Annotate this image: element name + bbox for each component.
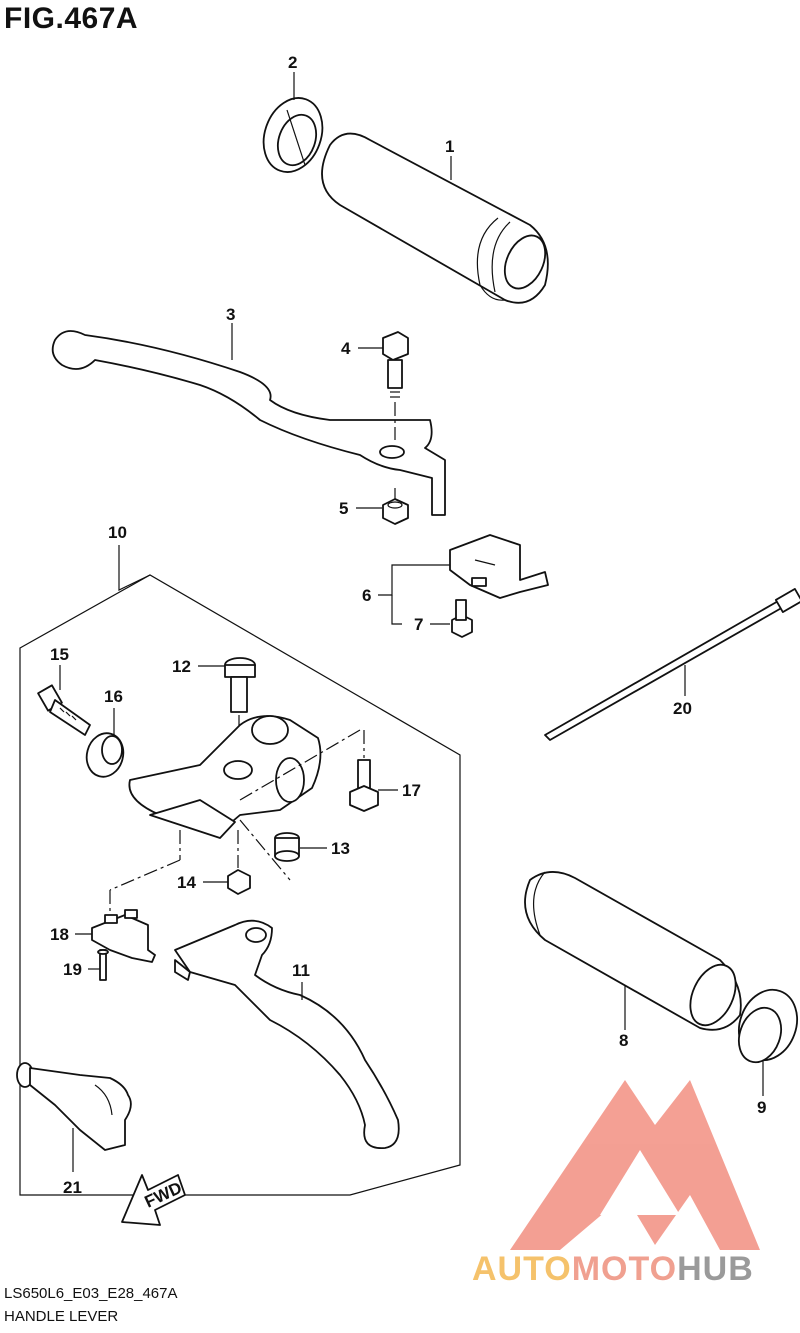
part-21-lever-cover [16, 1062, 132, 1151]
callout-labels: 1 2 3 4 5 6 7 8 9 10 11 12 13 14 15 16 1… [50, 53, 766, 1197]
part-13-spacer [274, 832, 300, 862]
part-6-brake-switch [449, 534, 549, 599]
part-2-end-cap [262, 97, 324, 173]
callout-2: 2 [288, 53, 297, 72]
callout-8: 8 [619, 1031, 628, 1050]
callout-15: 15 [50, 645, 69, 664]
callout-17: 17 [402, 781, 421, 800]
part-19-screw [97, 949, 109, 981]
callout-6: 6 [362, 586, 371, 605]
watermark-auto: AUTO [472, 1250, 572, 1288]
callout-16: 16 [104, 687, 123, 706]
fwd-arrow: FWD [121, 1174, 186, 1226]
callout-3: 3 [226, 305, 235, 324]
callout-12: 12 [172, 657, 191, 676]
assembly-line [109, 859, 181, 891]
part-20-cable-tie [544, 588, 800, 741]
callout-7: 7 [414, 615, 423, 634]
callout-10: 10 [108, 523, 127, 542]
part-1-throttle-grip [321, 132, 549, 304]
part-7-screw [451, 599, 473, 638]
assembly-line [239, 729, 361, 801]
watermark-logo [510, 1080, 760, 1250]
part-5-nut [382, 488, 409, 525]
watermark-moto: MOTO [571, 1250, 678, 1288]
part-12-pivot-bolt [224, 657, 256, 760]
part-3-brake-lever [51, 330, 446, 516]
watermark-hub: HUB [677, 1250, 754, 1288]
part-9-end-cap [738, 988, 798, 1064]
figure-code: LS650L6_E03_E28_467A [4, 1285, 178, 1302]
part-17-bolt [349, 730, 379, 812]
part-18-clutch-switch [91, 909, 156, 963]
callout-18: 18 [50, 925, 69, 944]
callout-13: 13 [331, 839, 350, 858]
callout-21: 21 [63, 1178, 82, 1197]
part-8-left-grip [524, 871, 742, 1031]
part-15-bolt [37, 684, 91, 736]
callout-14: 14 [177, 873, 196, 892]
callout-11: 11 [292, 961, 310, 980]
part-14-nut [227, 830, 251, 895]
assembly-line [239, 819, 291, 881]
callout-4: 4 [341, 339, 351, 358]
leader-lines [59, 72, 764, 1172]
part-4-pivot-bolt [382, 331, 409, 440]
figure-title: FIG.467A [4, 2, 139, 35]
part-10-lever-holder [128, 715, 322, 839]
callout-1: 1 [445, 137, 454, 156]
callout-19: 19 [63, 960, 82, 979]
figure-subtitle: HANDLE LEVER [4, 1308, 119, 1325]
part-11-clutch-lever [174, 919, 400, 1149]
callout-20: 20 [673, 699, 692, 718]
part-16-collar [85, 732, 125, 778]
callout-5: 5 [339, 499, 348, 518]
watermark-text: AUTOMOTOHUB [472, 1250, 754, 1289]
callout-9: 9 [757, 1098, 766, 1117]
